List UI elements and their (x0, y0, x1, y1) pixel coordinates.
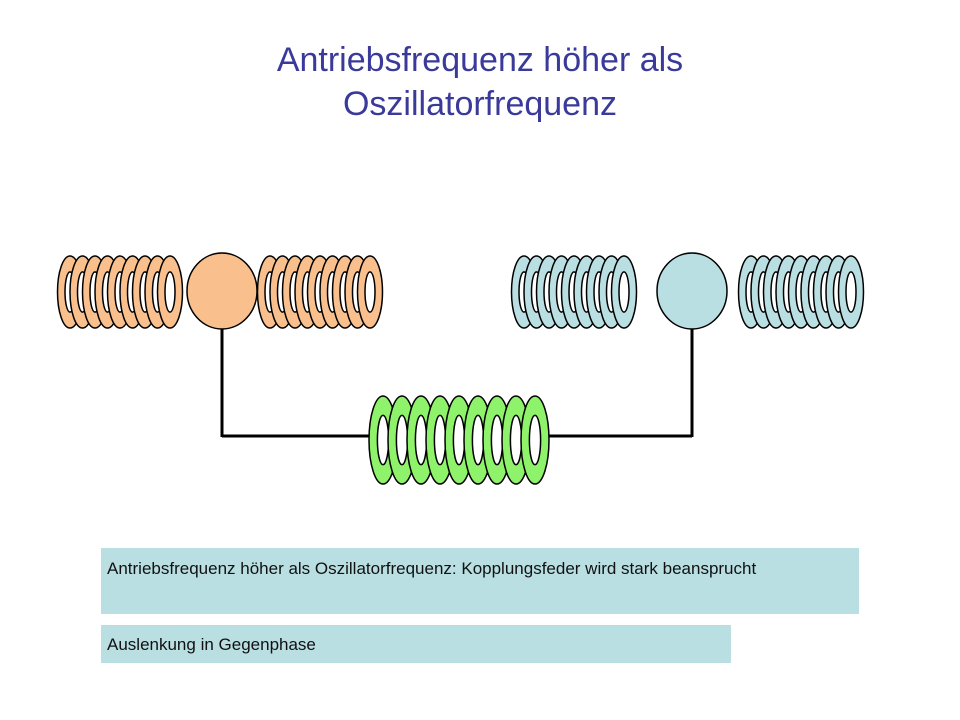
right-spring-coil (356, 255, 384, 329)
phase-note: Auslenkung in Gegenphase (101, 625, 731, 663)
coupling-spring (368, 395, 550, 485)
title-line-1: Antriebsfrequenz höher als (276, 41, 684, 79)
slide-title: Antriebsfrequenz höher als Oszillatorfre… (0, 38, 960, 126)
title-line-2: Oszillatorfrequenz (342, 85, 617, 123)
mass (186, 252, 258, 330)
left-spring-coil (610, 255, 638, 329)
coupling-coil (520, 395, 550, 485)
mass (656, 252, 728, 330)
right-spring-coil (837, 255, 865, 329)
left-oscillator (56, 252, 384, 330)
right-oscillator (510, 252, 865, 330)
left-spring-coil (156, 255, 184, 329)
coupling-note: Antriebsfrequenz höher als Oszillatorfre… (101, 548, 859, 614)
